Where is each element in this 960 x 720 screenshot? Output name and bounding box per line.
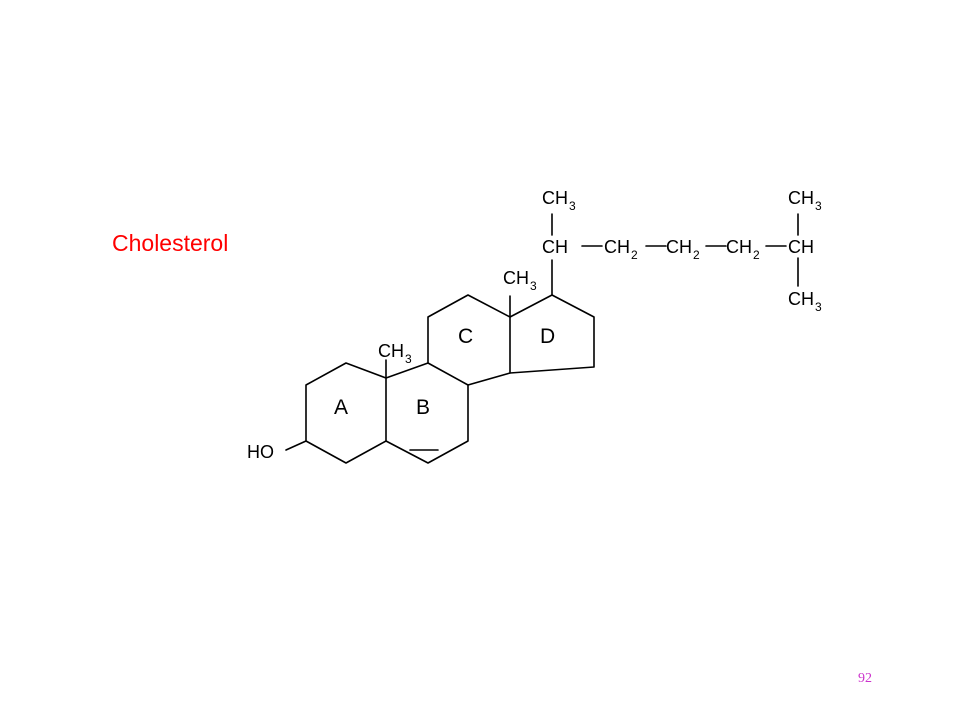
methyl-label-c21: CH 3 — [542, 188, 576, 213]
svg-text:3: 3 — [815, 199, 822, 213]
svg-text:CH: CH — [503, 268, 529, 288]
methyl-label-c27: CH 3 — [788, 289, 822, 314]
hydroxyl-label: HO — [247, 442, 274, 462]
methylene-label-c24: CH 2 — [726, 237, 760, 262]
svg-text:2: 2 — [631, 248, 638, 262]
methine-label-c25: CH — [788, 237, 814, 257]
methylene-label-c22: CH 2 — [604, 237, 638, 262]
svg-text:3: 3 — [815, 300, 822, 314]
svg-text:CH: CH — [666, 237, 692, 257]
ring-label-a: A — [334, 396, 348, 419]
svg-text:CH: CH — [726, 237, 752, 257]
ring-label-c: C — [458, 325, 473, 348]
methyl-label-c10: CH 3 — [378, 341, 412, 366]
svg-text:2: 2 — [753, 248, 760, 262]
svg-text:CH: CH — [542, 188, 568, 208]
svg-text:3: 3 — [530, 279, 537, 293]
ring-b-bonds — [385, 362, 469, 464]
ring-d-bonds — [509, 294, 595, 374]
svg-text:3: 3 — [405, 352, 412, 366]
ring-c-bonds — [427, 294, 511, 386]
methyl-label-c13: CH 3 — [503, 268, 537, 293]
ring-label-b: B — [416, 396, 430, 419]
methylene-label-c23: CH 2 — [666, 237, 700, 262]
svg-text:CH: CH — [378, 341, 404, 361]
substituent-bonds — [285, 213, 799, 451]
svg-text:CH: CH — [788, 188, 814, 208]
svg-text:CH: CH — [788, 289, 814, 309]
methine-label-c20: CH — [542, 237, 568, 257]
ring-label-d: D — [540, 325, 555, 348]
svg-text:2: 2 — [693, 248, 700, 262]
svg-text:CH: CH — [604, 237, 630, 257]
slide-title: Cholesterol — [112, 230, 229, 256]
page-number: 92 — [858, 671, 872, 686]
svg-text:3: 3 — [569, 199, 576, 213]
methyl-label-c26: CH 3 — [788, 188, 822, 213]
hydroxyl-bond — [285, 440, 307, 451]
